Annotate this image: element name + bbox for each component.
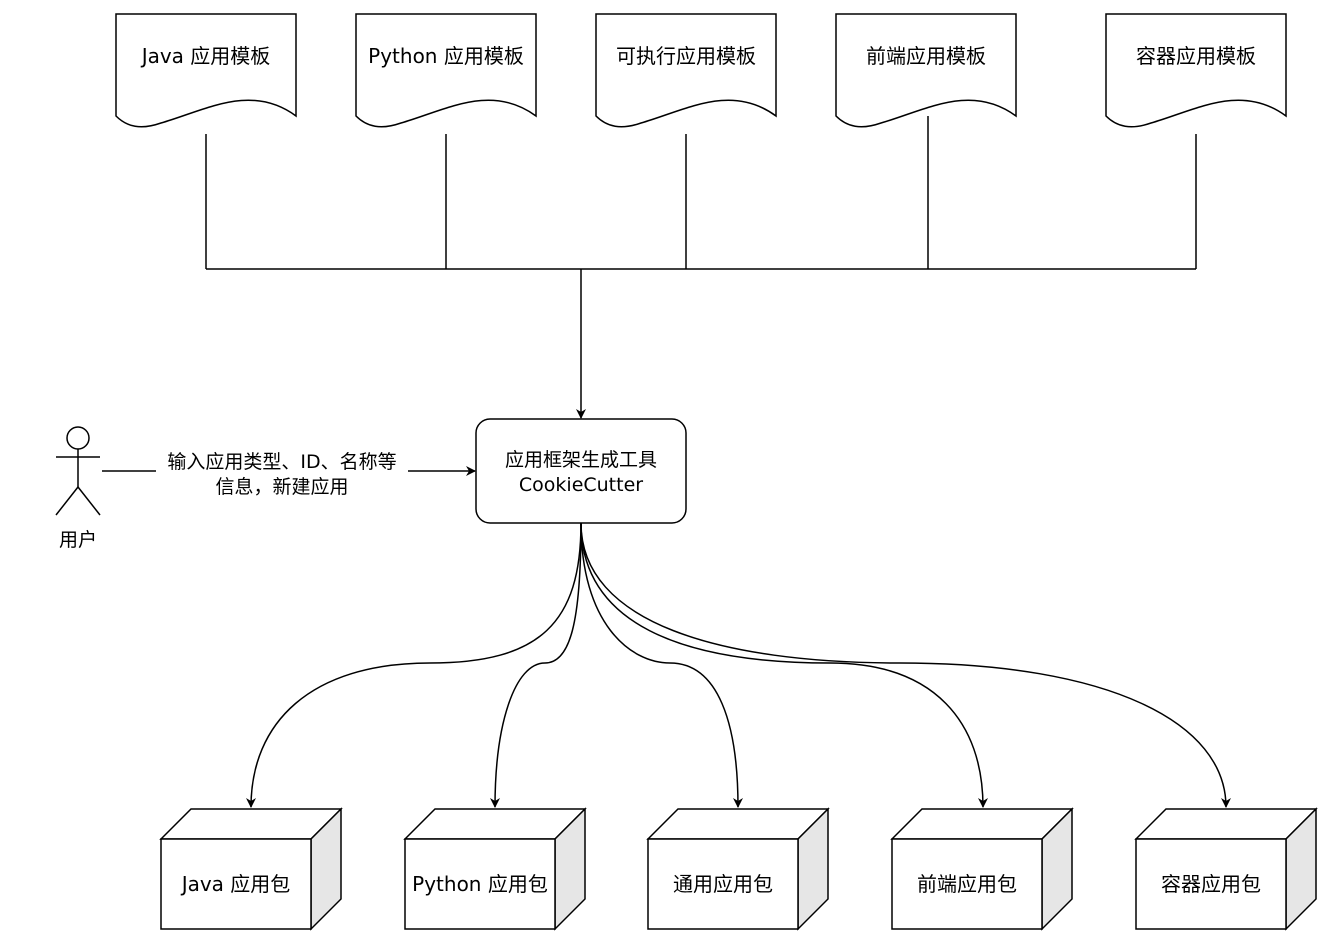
package-top xyxy=(1134,808,1318,840)
package-label: Python 应用包 xyxy=(412,872,548,896)
package-top xyxy=(403,808,587,840)
package-label: 容器应用包 xyxy=(1161,872,1261,896)
template-doc-shape xyxy=(595,13,777,128)
package-top xyxy=(890,808,1074,840)
edge-to-generic-package xyxy=(580,522,743,808)
package-top xyxy=(159,808,343,840)
actor-label: 用户 xyxy=(59,529,97,551)
package-front xyxy=(404,838,556,930)
package-label: Java 应用包 xyxy=(180,872,291,896)
cookiecutter-tool: 应用框架生成工具 CookieCutter xyxy=(475,418,687,524)
tool-title: 应用框架生成工具 xyxy=(505,449,657,471)
template-exec: 可执行应用模板 xyxy=(595,13,777,128)
package-front xyxy=(1135,838,1287,930)
package-label: 通用应用包 xyxy=(673,872,773,896)
edge-to-java-package xyxy=(246,522,582,808)
package-frontend xyxy=(890,807,1074,931)
template-java: Java 应用模板 xyxy=(115,13,297,128)
package-front xyxy=(647,838,799,930)
output-edges xyxy=(246,522,1231,808)
actor-leg-right xyxy=(77,486,101,516)
edge-to-python-package xyxy=(490,522,582,808)
template-doc-shape xyxy=(1105,13,1287,128)
actor-leg-left xyxy=(55,486,79,516)
template-container: 容器应用模板 xyxy=(1105,13,1287,128)
tool-name: CookieCutter xyxy=(519,474,643,496)
edge-to-frontend-package xyxy=(580,522,988,808)
package-label: 前端应用包 xyxy=(917,872,1017,896)
package-top xyxy=(646,808,830,840)
template-label: 前端应用模板 xyxy=(866,44,986,68)
user-edge-label-line1: 输入应用类型、ID、名称等 xyxy=(167,451,396,473)
template-label: Java 应用模板 xyxy=(140,44,271,68)
actor-head xyxy=(66,426,90,450)
template-label: Python 应用模板 xyxy=(368,44,524,68)
package-container xyxy=(1134,807,1318,931)
package-java xyxy=(159,807,343,931)
template-connectors xyxy=(205,116,1197,419)
template-label: 容器应用模板 xyxy=(1136,44,1256,68)
package-front xyxy=(891,838,1043,930)
template-doc-shape xyxy=(355,13,537,128)
package-python xyxy=(403,807,587,931)
template-doc-shape xyxy=(115,13,297,128)
package-front xyxy=(160,838,312,930)
package-generic xyxy=(646,807,830,931)
edge-to-container-package xyxy=(580,522,1231,808)
tool-box xyxy=(475,418,687,524)
user-actor xyxy=(55,426,101,516)
user-edge-label-line2: 信息，新建应用 xyxy=(215,476,348,498)
template-frontend: 前端应用模板 xyxy=(835,13,1017,128)
template-label: 可执行应用模板 xyxy=(616,44,756,68)
template-doc-shape xyxy=(835,13,1017,128)
template-python: Python 应用模板 xyxy=(355,13,537,128)
